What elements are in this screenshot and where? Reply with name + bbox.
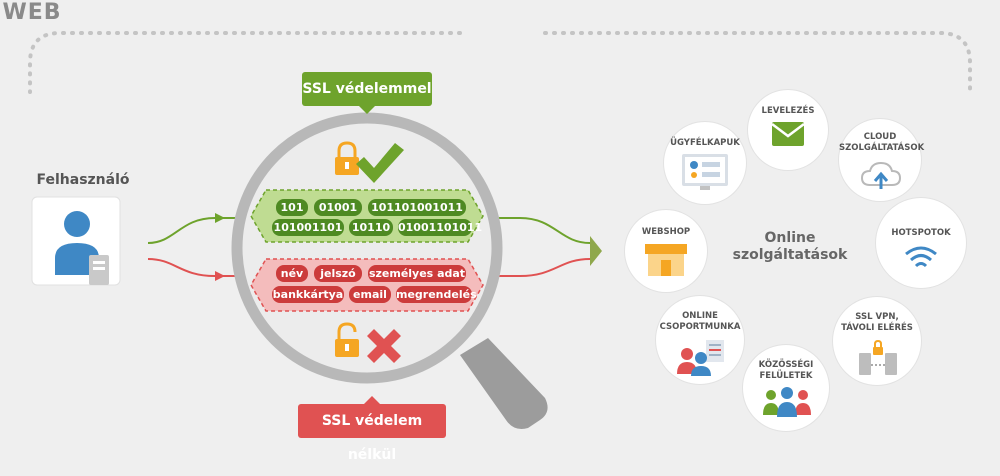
online-services-title-line2: szolgáltatások [732, 247, 848, 263]
magnifier-lens [231, 112, 503, 384]
service-email: LEVELEZÉS [748, 90, 828, 170]
service-webshop: WEBSHOP [625, 210, 707, 292]
service-cloud-label-line1: CLOUD [863, 132, 897, 142]
service-client-portals: ÜGYFÉLKAPUK [664, 122, 746, 204]
service-webshop-label: WEBSHOP [641, 227, 691, 237]
cloud-upload-icon [861, 161, 901, 189]
web-bracket-right [543, 31, 972, 94]
login-form-icon [682, 154, 728, 190]
service-cloud: CLOUD SZOLGÁLTATÁSOK [839, 119, 925, 201]
service-hotspots-label: HOTSPOTOK [891, 228, 951, 238]
flow-arrowhead-right [590, 236, 602, 266]
encrypted-token: 101101001011 [368, 199, 466, 216]
service-online-teamwork-label-line1: ONLINE [682, 311, 718, 321]
service-ssl-vpn-label-line2: TÁVOLI ELÉRÉS [841, 323, 913, 333]
service-online-teamwork-label-line2: CSOPORTMUNKA [659, 322, 741, 332]
service-social-label-line2: FELÜLETEK [759, 371, 813, 381]
magnifier-handle [460, 338, 548, 429]
envelope-icon [772, 122, 804, 146]
service-client-portals-label: ÜGYFÉLKAPUK [670, 138, 740, 148]
user-label: Felhasználó [36, 172, 130, 188]
service-ssl-vpn: SSL VPN, TÁVOLI ELÉRÉS [833, 297, 921, 385]
remote-access-icon [859, 339, 897, 375]
ssl-protected-caret [359, 106, 375, 114]
ssl-unprotected-label: SSL védelem nélkül [298, 404, 446, 463]
service-email-label: LEVELEZÉS [761, 106, 815, 116]
service-ssl-vpn-label-line1: SSL VPN, [855, 312, 899, 322]
encrypted-token: 01001101011 [398, 219, 483, 236]
plain-token: név [276, 265, 308, 282]
service-social: KÖZÖSSÉGI FELÜLETEK [743, 345, 829, 431]
encrypted-token: 01001 [314, 199, 362, 216]
encrypted-token: 101001101 [272, 219, 344, 236]
plain-token: megrendelés [396, 286, 477, 303]
cross-icon [367, 329, 401, 363]
service-cloud-label-line2: SZOLGÁLTATÁSOK [839, 143, 925, 153]
online-services-title-line1: Online [764, 230, 816, 246]
encrypted-token: 101 [276, 199, 308, 216]
service-online-teamwork: ONLINE CSOPORTMUNKA [656, 296, 744, 384]
green-arrowhead-left [215, 213, 225, 223]
web-bracket-left [28, 31, 462, 94]
web-title: WEB [2, 0, 62, 25]
ssl-protected-label: SSL védelemmel [302, 72, 432, 106]
check-icon [356, 143, 404, 183]
service-hotspots: HOTSPOTOK [876, 198, 966, 288]
plain-token: bankkártya [272, 286, 344, 303]
shop-icon [645, 244, 687, 276]
lock-closed-icon [335, 141, 359, 175]
wifi-icon [905, 246, 937, 268]
service-social-label-line1: KÖZÖSSÉGI [758, 360, 814, 370]
lock-open-icon [335, 322, 359, 357]
plain-token: email [349, 286, 391, 303]
plain-token: jelszó [314, 265, 362, 282]
plain-token: személyes adat [368, 265, 466, 282]
encrypted-token: 10110 [349, 219, 393, 236]
ssl-unprotected-caret [364, 396, 380, 404]
teamwork-icon [677, 340, 724, 376]
red-flow-line [147, 258, 591, 277]
people-group-icon [763, 387, 811, 417]
green-flow-line [147, 217, 591, 244]
red-arrowhead-left [215, 271, 225, 281]
user-computer-icon [31, 196, 121, 286]
online-services-title: Online szolgáltatások [720, 230, 860, 264]
